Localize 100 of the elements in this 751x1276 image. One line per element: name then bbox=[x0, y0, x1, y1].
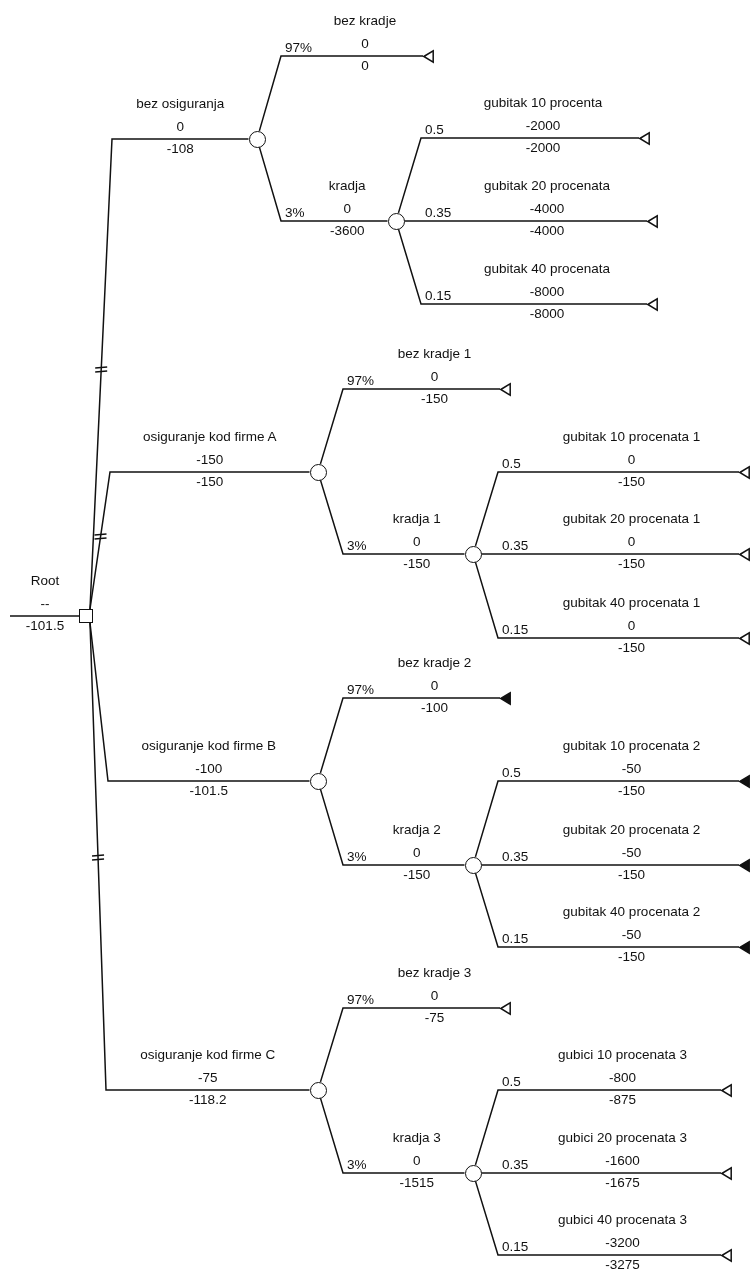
chance-node bbox=[387, 212, 405, 230]
branch-line bbox=[474, 471, 740, 547]
terminal-node bbox=[647, 214, 658, 228]
chance-node bbox=[309, 1081, 327, 1099]
branch-value: 0 bbox=[430, 988, 439, 1004]
branch-line bbox=[397, 228, 648, 305]
branch-name: bez osiguranja bbox=[136, 96, 225, 112]
rollback-value: -150 bbox=[618, 474, 645, 490]
terminal-node bbox=[639, 131, 650, 145]
branch-line bbox=[480, 1172, 722, 1174]
rollback-value: -150 bbox=[403, 867, 431, 883]
branch-line bbox=[474, 1180, 722, 1256]
branch-line bbox=[258, 146, 389, 222]
branch-line bbox=[319, 697, 501, 774]
branch-line bbox=[89, 622, 311, 1091]
rollback-value: -2000 bbox=[525, 140, 561, 156]
branch-name: bez kradje bbox=[333, 13, 397, 29]
branch-name: gubitak 20 procenata 1 bbox=[562, 511, 701, 527]
rollback-value: -150 bbox=[618, 640, 645, 656]
probability-label: 97% bbox=[346, 682, 376, 697]
rollback-value: -1515 bbox=[399, 1175, 434, 1191]
branch-value: -1600 bbox=[605, 1153, 640, 1169]
probability-label: 0.5 bbox=[501, 765, 522, 780]
rollback-value: -150 bbox=[618, 867, 645, 883]
terminal-node bbox=[423, 49, 434, 63]
probability-label: 3% bbox=[284, 205, 306, 220]
rollback-value: -875 bbox=[609, 1092, 636, 1108]
probability-label: 0.35 bbox=[424, 205, 453, 220]
branch-value: 0 bbox=[413, 845, 421, 861]
rollback-value: -101.5 bbox=[25, 618, 65, 634]
branch-line bbox=[474, 872, 740, 948]
probability-label: 97% bbox=[346, 373, 376, 388]
branch-value: 0 bbox=[413, 1153, 421, 1169]
branch-name: osiguranje kod firme C bbox=[140, 1047, 276, 1063]
branch-name: bez kradje 3 bbox=[397, 965, 472, 981]
branch-name: gubitak 10 procenata 1 bbox=[562, 429, 701, 445]
probability-label: 3% bbox=[346, 849, 368, 864]
probability-label: 0.5 bbox=[424, 122, 445, 137]
probability-label: 97% bbox=[346, 992, 376, 1007]
branch-line bbox=[89, 138, 250, 610]
branch-value: -- bbox=[40, 596, 50, 612]
branch-name: gubitak 10 procenata 2 bbox=[562, 738, 701, 754]
terminal-node bbox=[500, 1001, 511, 1015]
branch-line bbox=[474, 561, 740, 639]
terminal-node bbox=[500, 382, 511, 396]
probability-label: 0.15 bbox=[501, 1239, 530, 1254]
chance-node bbox=[464, 545, 482, 563]
branch-value: -800 bbox=[609, 1070, 636, 1086]
branch-name: gubitak 40 procenata bbox=[483, 261, 611, 277]
terminal-node bbox=[739, 465, 750, 479]
rollback-value: -150 bbox=[403, 556, 431, 572]
chance-node bbox=[464, 1164, 482, 1182]
branch-name: gubitak 40 procenata 1 bbox=[562, 595, 701, 611]
rollback-value: -150 bbox=[618, 949, 645, 965]
terminal-node bbox=[739, 858, 750, 872]
probability-label: 3% bbox=[346, 1157, 368, 1172]
branch-line bbox=[474, 780, 740, 858]
branch-line bbox=[258, 55, 424, 132]
rollback-value: -108 bbox=[166, 141, 194, 157]
chance-node bbox=[309, 772, 327, 790]
branch-name: gubitak 20 procenata bbox=[483, 178, 611, 194]
branch-value: -50 bbox=[621, 927, 642, 943]
chance-node bbox=[248, 130, 266, 148]
branch-name: gubitak 10 procenta bbox=[483, 95, 603, 111]
terminal-node bbox=[739, 774, 750, 788]
rollback-value: -4000 bbox=[529, 223, 565, 239]
decision-node bbox=[79, 609, 93, 623]
probability-label: 0.15 bbox=[424, 288, 453, 303]
branch-name: gubici 40 procenata 3 bbox=[557, 1212, 688, 1228]
branch-name: kradja bbox=[328, 178, 366, 194]
branch-name: bez kradje 1 bbox=[397, 346, 472, 362]
branch-value: 0 bbox=[413, 534, 421, 550]
branch-value: -2000 bbox=[525, 118, 561, 134]
probability-label: 0.35 bbox=[501, 538, 530, 553]
terminal-node bbox=[739, 547, 750, 561]
branch-name: Root bbox=[30, 573, 60, 589]
probability-label: 0.15 bbox=[501, 622, 530, 637]
probability-label: 0.35 bbox=[501, 1157, 530, 1172]
branch-value: -75 bbox=[198, 1070, 218, 1086]
branch-line bbox=[474, 1089, 722, 1166]
probability-label: 97% bbox=[284, 40, 314, 55]
branch-name: gubici 10 procenata 3 bbox=[557, 1047, 688, 1063]
branch-line bbox=[319, 388, 501, 465]
rollback-value: -101.5 bbox=[189, 783, 228, 799]
probability-label: 0.5 bbox=[501, 456, 522, 471]
branch-value: -3200 bbox=[605, 1235, 640, 1251]
branch-name: gubici 20 procenata 3 bbox=[557, 1130, 688, 1146]
rollback-value: -1675 bbox=[605, 1175, 640, 1191]
probability-label: 0.15 bbox=[501, 931, 530, 946]
rollback-value: -150 bbox=[618, 556, 645, 572]
branch-line bbox=[480, 864, 740, 866]
branch-line bbox=[319, 788, 466, 866]
terminal-node bbox=[721, 1083, 732, 1097]
terminal-node bbox=[739, 940, 750, 954]
branch-line bbox=[480, 553, 740, 555]
branch-line bbox=[403, 220, 648, 222]
branch-name: gubitak 20 procenata 2 bbox=[562, 822, 701, 838]
branch-value: 0 bbox=[361, 36, 369, 52]
branch-name: bez kradje 2 bbox=[397, 655, 472, 671]
terminal-node bbox=[500, 691, 511, 705]
